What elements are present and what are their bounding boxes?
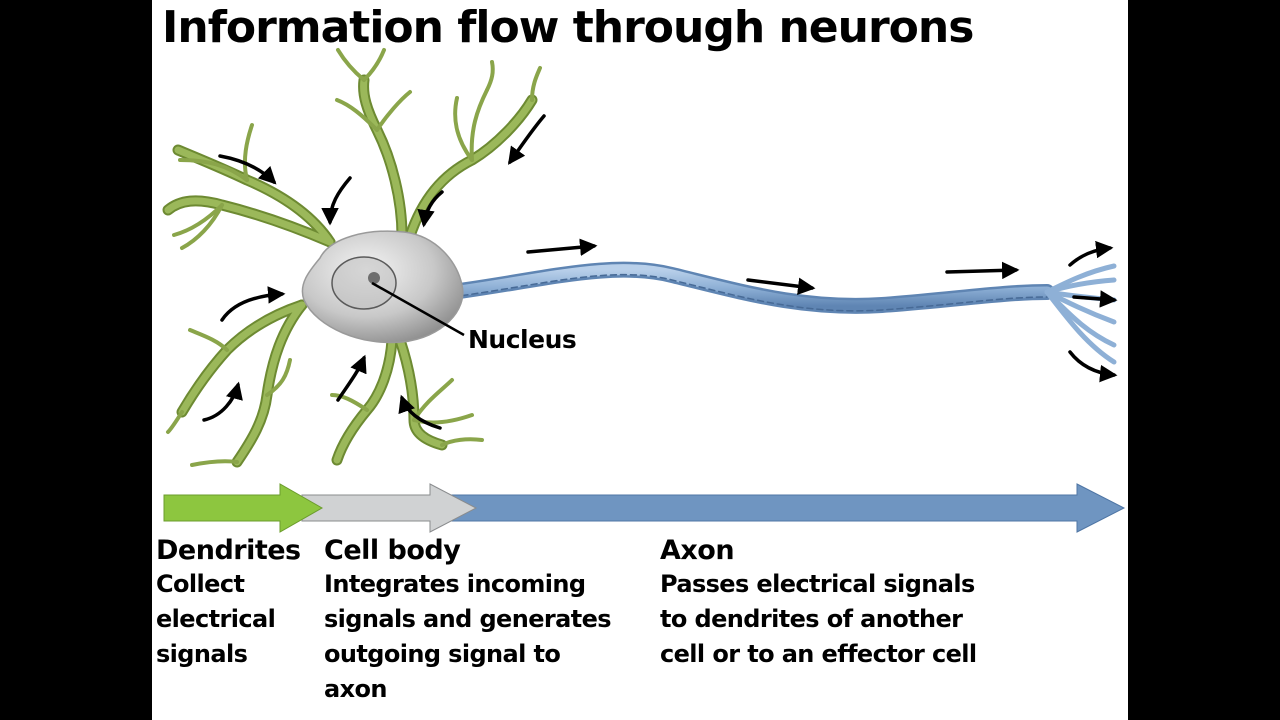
axon-terminals [1044, 263, 1117, 365]
nucleus-label: Nucleus [468, 325, 577, 354]
diagram-title: Information flow through neurons [162, 2, 974, 53]
neuron-diagram [162, 48, 1126, 533]
cell-body [301, 230, 465, 344]
axon-heading: Axon [660, 535, 735, 566]
axon-section: Axon Passes electrical signals to dendri… [660, 535, 977, 672]
flow-band [163, 483, 1126, 533]
cell-body-band-arrow [301, 483, 478, 533]
cell-body-heading: Cell body [324, 535, 461, 566]
axon-description: Passes electrical signals to dendrites o… [660, 570, 977, 668]
dendrites-band-arrow [163, 483, 324, 533]
nucleus [331, 256, 397, 310]
axon-band-arrow [451, 483, 1126, 533]
dendrites-heading: Dendrites [156, 535, 301, 566]
dendrites [162, 48, 542, 468]
cell-body-section: Cell body Integrates incoming signals an… [324, 535, 612, 707]
slide: Information flow through neurons [152, 0, 1128, 720]
dendrites-description: Collect electrical signals [156, 570, 276, 668]
cell-body-description: Integrates incoming signals and generate… [324, 570, 612, 703]
dendrites-section: Dendrites Collect electrical signals [156, 535, 301, 672]
nucleus-pointer [371, 281, 465, 337]
signal-flow-arrows [202, 114, 1118, 430]
